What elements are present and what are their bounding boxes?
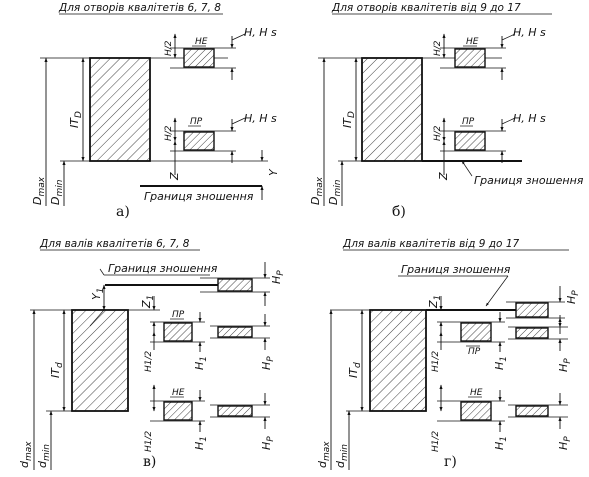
panel-d-itd-label: ITd: [347, 362, 363, 378]
panel-d-hp-bot-label: HP: [557, 436, 573, 450]
panel-a-itd-label: ITD: [68, 111, 84, 128]
panel-d-pr-label: ПР: [468, 347, 481, 357]
panel-d-ne-label: НЕ: [470, 388, 483, 398]
panel-c-h1-half-bot-label: H1/2: [144, 430, 154, 452]
panel-c-z1-label: Z1: [140, 295, 156, 309]
panel-d-hp-mid-label: HP: [557, 358, 573, 372]
panel-b-z-label: Z: [437, 172, 450, 181]
panel-d-z1-label: Z1: [427, 295, 443, 309]
panel-d-h1-top-label: H1: [493, 356, 509, 370]
panel-b-dmin-label: Dmin: [327, 179, 343, 205]
panel-d-dmax-label: dmax: [316, 441, 332, 468]
panel-d-hp-top-label: HP: [565, 290, 581, 304]
panel-a-h2-bot-label: H/2: [164, 125, 174, 141]
panel-b-pr-gauge: [454, 131, 486, 151]
panel-c: Для валів квалітетів 6, 7, 8 Границя зно…: [18, 238, 286, 470]
panel-c-caption: в): [143, 454, 156, 470]
panel-a-wear-label: Границя зношення: [144, 190, 254, 203]
panel-a-h2-top-label: H/2: [164, 40, 174, 56]
panel-b-hhs-bot-label: H, H s: [513, 112, 546, 125]
panel-b-title: Для отворів квалітетів від 9 до 17: [331, 2, 521, 14]
panel-b: Для отворів квалітетів від 9 до 17 Dmax …: [309, 2, 584, 220]
panel-d-shaft-tolerance-field: [369, 309, 427, 412]
panel-b-h2-top-label: H/2: [433, 40, 443, 56]
panel-d-pr-gauge: [460, 322, 492, 342]
panel-b-dmax-label: Dmax: [309, 176, 325, 205]
panel-d-dmin-label: dmin: [334, 444, 350, 468]
panel-c-hp-top-label: HP: [270, 270, 286, 284]
panel-d-h1-bot-label: H1: [493, 436, 509, 450]
panel-c-dmin-label: dmin: [36, 444, 52, 468]
panel-c-hp-top-gauge: [217, 278, 253, 292]
panel-a-hole-tolerance-field: [89, 57, 151, 162]
panel-b-caption: б): [392, 204, 406, 220]
panel-a-dmax-label: Dmax: [31, 176, 47, 205]
panel-a-y-label: Y: [267, 168, 280, 176]
panel-a-pr-label: ПР: [190, 117, 203, 127]
panel-b-h2-bot-label: H/2: [433, 125, 443, 141]
panel-b-hhs-top-label: H, H s: [513, 26, 546, 39]
panel-b-ne-label: НЕ: [466, 37, 479, 47]
panel-a-hhs-bot-label: H, H s: [244, 112, 277, 125]
panel-d-h1-half-top-label: H1/2: [431, 350, 441, 372]
panel-d-ne-gauge: [460, 401, 492, 421]
panel-c-itd-label: ITd: [49, 362, 65, 378]
panel-c-dmax-label: dmax: [18, 441, 34, 468]
panel-a-dmin-label: Dmin: [49, 179, 65, 205]
panel-c-h1-half-top-label: H1/2: [144, 350, 154, 372]
panel-d-h1-half-bot-label: H1/2: [431, 430, 441, 452]
panel-d-hp-bot-gauge: [515, 405, 549, 417]
panel-c-shaft-tolerance-field: [71, 309, 129, 412]
panel-c-ne-label: НЕ: [172, 388, 185, 398]
panel-b-itd-label: ITD: [341, 111, 357, 128]
panel-a-title: Для отворів квалітетів 6, 7, 8: [58, 2, 221, 14]
panel-c-y1-label: Y1: [90, 288, 106, 300]
panel-c-hp-bot-gauge: [217, 405, 253, 417]
panel-d-title: Для валів квалітетів від 9 до 17: [342, 238, 519, 250]
panel-c-wear-label: Границя зношення: [108, 262, 218, 275]
panel-a-caption: а): [116, 204, 130, 220]
panel-a: Для отворів квалітетів 6, 7, 8 Dmax Dmin…: [31, 2, 280, 220]
panel-a-hhs-top-label: H, H s: [244, 26, 277, 39]
panel-c-hp-mid-label: HP: [260, 356, 276, 370]
panel-a-z-label: Z: [168, 172, 181, 181]
panel-a-ne-label: НЕ: [195, 37, 208, 47]
panel-c-h1-top-label: H1: [193, 356, 209, 370]
panel-d-hp-top-gauge: [515, 302, 549, 318]
panel-b-wear-label: Границя зношення: [474, 174, 584, 187]
panel-c-hp-bot-label: HP: [260, 436, 276, 450]
panel-a-ne-gauge: [183, 48, 215, 68]
panel-b-pr-label: ПР: [462, 117, 475, 127]
panel-a-pr-gauge: [183, 131, 215, 151]
panel-d-wear-label: Границя зношення: [401, 263, 511, 276]
panel-d-caption: г): [444, 454, 457, 470]
panel-c-pr-gauge: [163, 322, 193, 342]
panel-d: Для валів квалітетів від 9 до 17 Границя…: [316, 238, 581, 470]
panel-c-hp-mid-gauge: [217, 326, 253, 338]
panel-b-ne-gauge: [454, 48, 486, 68]
panel-d-hp-mid-gauge: [515, 327, 549, 339]
panel-c-h1-bot-label: H1: [193, 436, 209, 450]
panel-c-title: Для валів квалітетів 6, 7, 8: [39, 238, 190, 250]
panel-c-pr-label: ПР: [172, 310, 185, 320]
panel-c-ne-gauge: [163, 401, 193, 421]
panel-b-hole-tolerance-field: [361, 57, 423, 162]
